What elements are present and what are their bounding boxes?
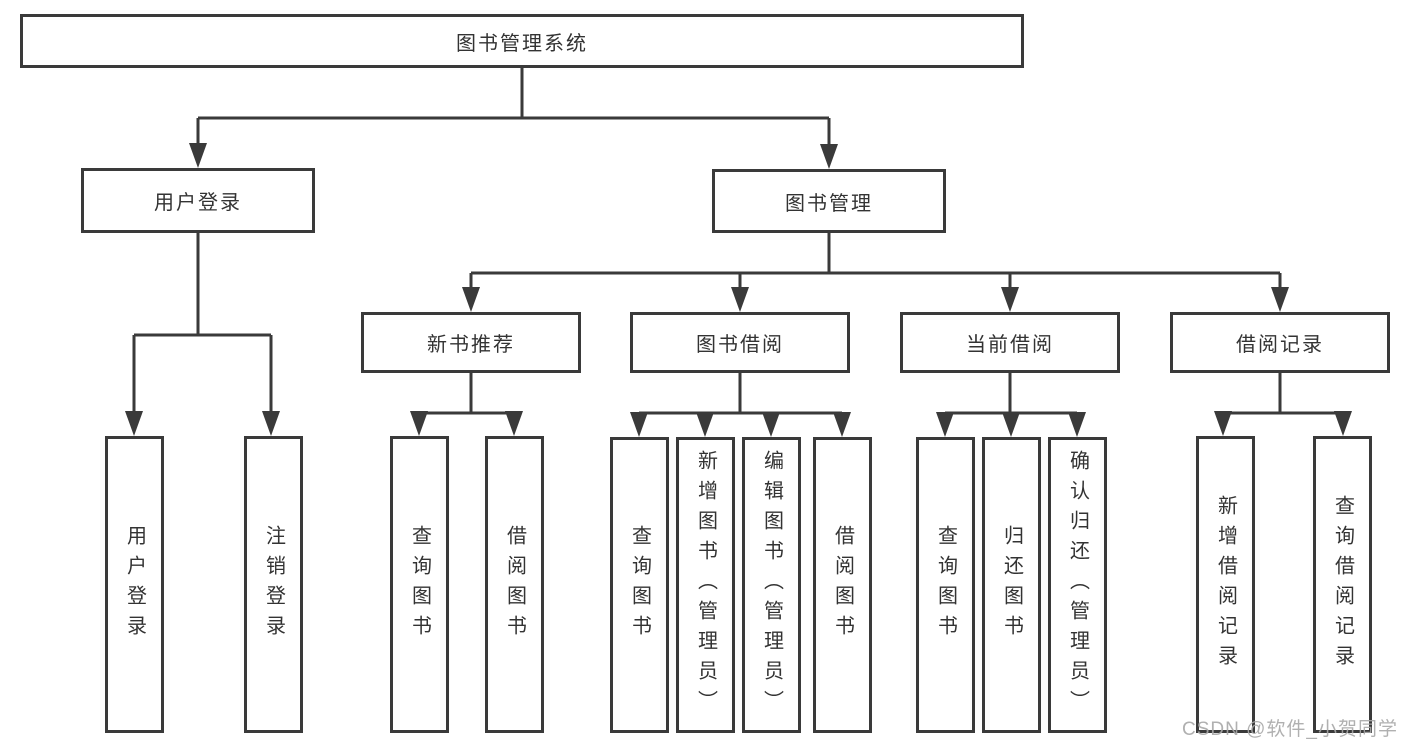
node-library-system-label: 图书管理系统	[456, 32, 588, 55]
leaf-edit-book-admin: 编辑图书（管理员）	[742, 437, 801, 733]
leaf-confirm-return-admin-label: 确认归还（管理员）	[1066, 450, 1089, 720]
leaf-query-books-recommend: 查询图书	[390, 436, 449, 733]
leaf-add-borrow-record-label: 新增借阅记录	[1214, 494, 1237, 675]
leaf-logout-label: 注销登录	[262, 524, 285, 645]
node-user-login-label: 用户登录	[154, 192, 242, 214]
leaf-query-books-borrow: 查询图书	[610, 437, 669, 733]
leaf-borrow-books-borrow: 借阅图书	[813, 437, 872, 733]
leaf-return-book: 归还图书	[982, 437, 1041, 733]
node-current-borrow-label: 当前借阅	[966, 334, 1054, 356]
arrowheads	[125, 143, 1352, 437]
node-book-management-label: 图书管理	[785, 192, 873, 215]
node-library-system: 图书管理系统	[20, 14, 1024, 68]
leaf-user-login-label: 用户登录	[123, 524, 146, 645]
node-borrow-records: 借阅记录	[1170, 312, 1390, 373]
node-borrow-records-label: 借阅记录	[1236, 334, 1324, 356]
node-user-login: 用户登录	[81, 168, 315, 233]
node-book-management: 图书管理	[712, 169, 946, 233]
node-book-borrow: 图书借阅	[630, 312, 850, 373]
leaf-query-books-current-label: 查询图书	[934, 525, 957, 645]
leaf-query-borrow-record: 查询借阅记录	[1313, 436, 1372, 733]
leaf-add-book-admin: 新增图书（管理员）	[676, 437, 735, 733]
leaf-return-book-label: 归还图书	[1000, 525, 1023, 645]
leaf-query-borrow-record-label: 查询借阅记录	[1331, 494, 1354, 675]
leaf-edit-book-admin-label: 编辑图书（管理员）	[760, 450, 783, 720]
leaf-query-books-current: 查询图书	[916, 437, 975, 733]
csdn-watermark: CSDN @软件_小贺同学	[1182, 719, 1398, 740]
node-new-book-recommend: 新书推荐	[361, 312, 581, 373]
leaf-add-book-admin-label: 新增图书（管理员）	[694, 450, 717, 720]
node-new-book-recommend-label: 新书推荐	[427, 334, 515, 356]
leaf-borrow-books-recommend: 借阅图书	[485, 436, 544, 733]
leaf-borrow-books-borrow-label: 借阅图书	[831, 525, 854, 645]
leaf-add-borrow-record: 新增借阅记录	[1196, 436, 1255, 733]
leaf-query-books-recommend-label: 查询图书	[408, 524, 431, 645]
node-current-borrow: 当前借阅	[900, 312, 1120, 373]
leaf-user-login: 用户登录	[105, 436, 164, 733]
node-book-borrow-label: 图书借阅	[696, 334, 784, 356]
leaf-confirm-return-admin: 确认归还（管理员）	[1048, 437, 1107, 733]
leaf-logout: 注销登录	[244, 436, 303, 733]
leaf-query-books-borrow-label: 查询图书	[628, 525, 651, 645]
leaf-borrow-books-recommend-label: 借阅图书	[503, 524, 526, 645]
